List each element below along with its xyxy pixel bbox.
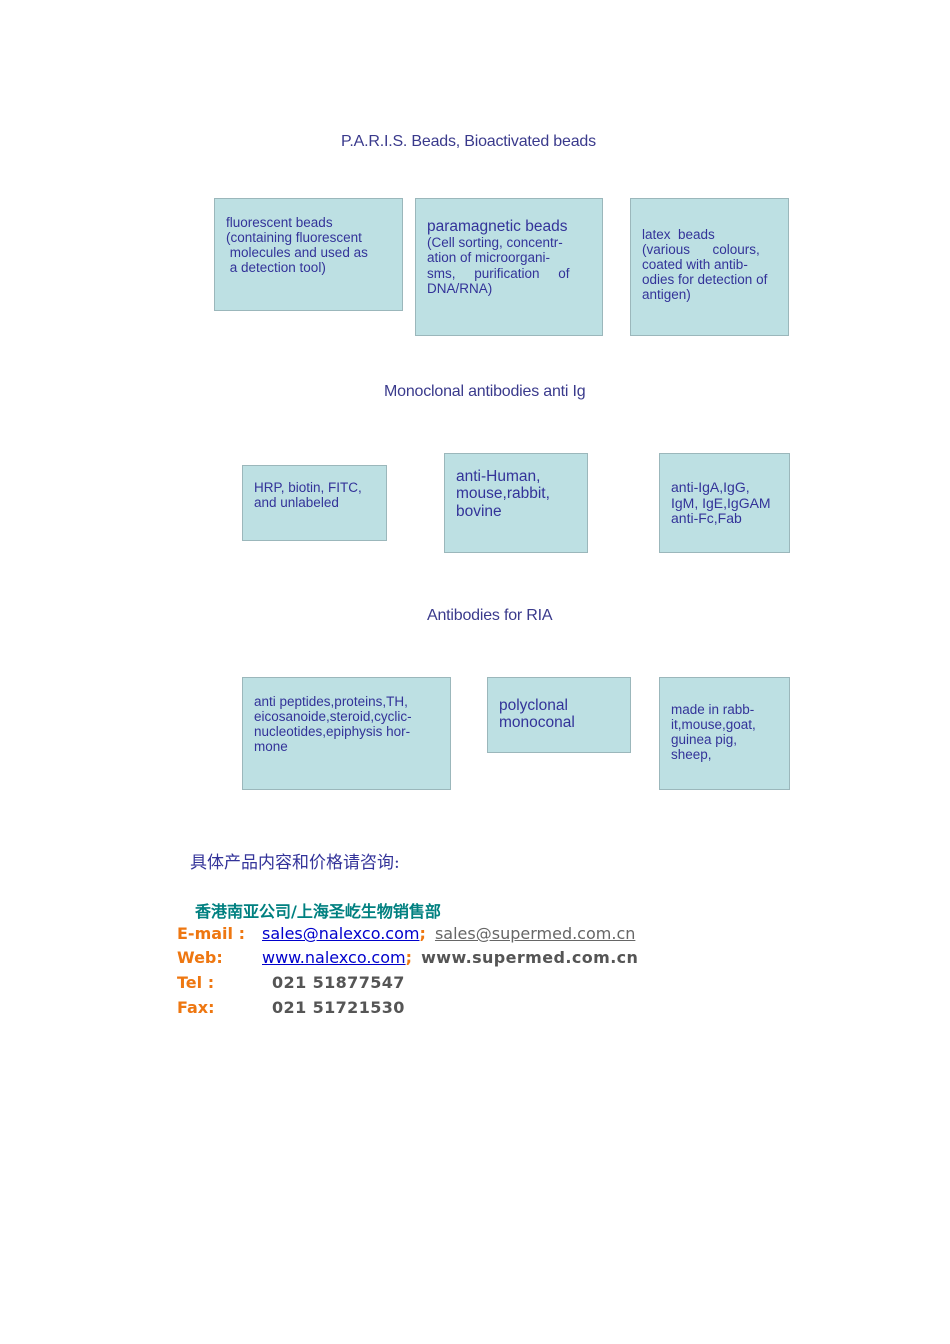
box-made-in: made in rabb- it,mouse,goat, guinea pig,…	[659, 677, 790, 790]
box-line: polyclonal	[499, 697, 568, 714]
email-link-nalexco[interactable]: sales@nalexco.com	[262, 924, 420, 943]
box-line: latex beads	[642, 227, 715, 242]
box-line: made in rabb-	[671, 702, 755, 717]
box-line: ation of microorgani-	[427, 250, 551, 266]
box-line: IgM, IgE,IgGAM	[671, 494, 771, 511]
box-line: (various colours,	[642, 242, 760, 258]
email-link-supermed[interactable]: sales@supermed.com.cn	[434, 924, 636, 943]
web-separator: ;	[405, 948, 412, 967]
section-heading-ria: Antibodies for RIA	[427, 607, 553, 624]
box-anti-iga: anti-IgA,IgG, IgM, IgE,IgGAM anti-Fc,Fab	[659, 453, 790, 553]
email-separator: ;	[419, 924, 426, 943]
web-supermed: www.supermed.com.cn	[421, 948, 639, 967]
tel-number: 021 51877547	[272, 973, 405, 992]
box-line: it,mouse,goat,	[671, 717, 756, 733]
box-polyclonal: polyclonal monoconal	[487, 677, 631, 753]
fax-number: 021 51721530	[272, 998, 405, 1017]
box-line: anti-Fc,Fab	[671, 510, 742, 527]
box-line: bovine	[456, 502, 502, 520]
box-line: mouse,rabbit,	[456, 485, 550, 503]
box-line: sheep,	[671, 747, 712, 763]
box-anti-human: anti-Human, mouse,rabbit, bovine	[444, 453, 588, 553]
box-line: molecules and used as	[226, 245, 368, 261]
box-line: coated with antib-	[642, 257, 748, 273]
box-line: monoconal	[499, 714, 575, 732]
fax-label: Fax:	[177, 998, 215, 1017]
box-line: HRP, biotin, FITC,	[254, 480, 362, 495]
box-latex-beads: latex beads (various colours, coated wit…	[630, 198, 789, 336]
box-line: antigen)	[642, 287, 691, 303]
section-heading-paris-beads: P.A.R.I.S. Beads, Bioactivated beads	[341, 133, 596, 150]
box-line: sms, purification of	[427, 265, 570, 281]
box-line: a detection tool)	[226, 260, 326, 276]
section-heading-monoclonal: Monoclonal antibodies anti Ig	[384, 383, 586, 400]
box-line: mone	[254, 739, 288, 755]
box-line: (Cell sorting, concentr-	[427, 235, 563, 251]
box-line: anti-IgA,IgG,	[671, 479, 750, 495]
box-paramagnetic-beads: paramagnetic beads (Cell sorting, concen…	[415, 198, 603, 336]
email-row: sales@nalexco.com; sales@supermed.com.cn	[262, 924, 635, 943]
box-line: DNA/RNA)	[427, 280, 493, 296]
box-anti-peptides: anti peptides,proteins,TH, eicosanoide,s…	[242, 677, 451, 790]
box-line: anti peptides,proteins,TH,	[254, 694, 408, 709]
contact-intro: 具体产品内容和价格请咨询:	[190, 853, 400, 873]
web-link-nalexco[interactable]: www.nalexco.com	[262, 948, 406, 967]
box-line: and unlabeled	[254, 495, 339, 511]
web-label: Web:	[177, 948, 223, 967]
box-line: guinea pig,	[671, 732, 738, 748]
web-row: www.nalexco.com; www.supermed.com.cn	[262, 948, 638, 967]
box-fluorescent-beads: fluorescent beads (containing fluorescen…	[214, 198, 403, 311]
box-line: paramagnetic beads	[427, 218, 568, 235]
email-label: E-mail :	[177, 924, 245, 943]
box-line: anti-Human,	[456, 468, 541, 485]
box-line: nucleotides,epiphysis hor-	[254, 724, 411, 740]
box-line: fluorescent beads	[226, 215, 333, 230]
box-line: eicosanoide,steroid,cyclic-	[254, 709, 412, 725]
box-line: odies for detection of	[642, 272, 768, 288]
tel-label: Tel :	[177, 973, 215, 992]
box-hrp-biotin: HRP, biotin, FITC, and unlabeled	[242, 465, 387, 541]
contact-company: 香港南亚公司/上海圣屹生物销售部	[195, 902, 441, 921]
box-line: (containing fluorescent	[226, 230, 362, 246]
